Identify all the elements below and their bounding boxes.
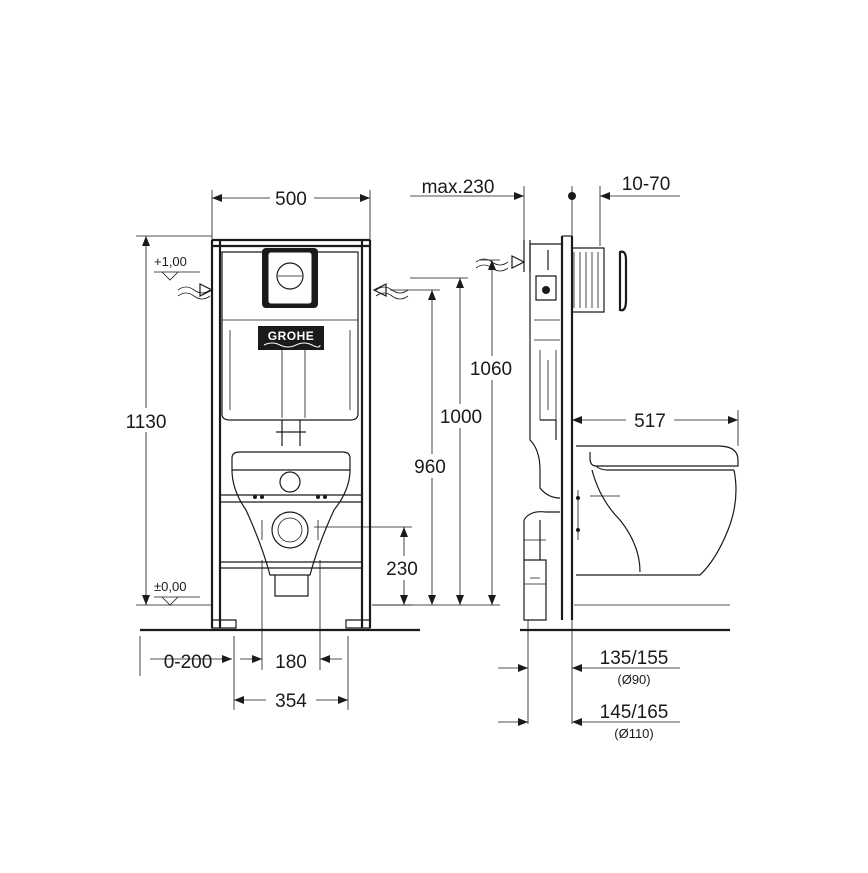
front-view: GROHE bbox=[140, 238, 420, 632]
dim-1060: 1060 bbox=[470, 359, 512, 380]
dim-max-230: max.230 bbox=[422, 177, 495, 198]
brand-text: GROHE bbox=[268, 329, 315, 343]
dim-960: 960 bbox=[414, 457, 446, 478]
dim-230: 230 bbox=[386, 559, 418, 580]
level-plus: +1,00 bbox=[154, 254, 187, 269]
dim-135-155: 135/155 bbox=[600, 648, 669, 669]
dim-500: 500 bbox=[275, 189, 307, 210]
dim-517: 517 bbox=[634, 411, 666, 432]
dim-1130: 1130 bbox=[126, 412, 167, 433]
dim-145-165: 145/165 bbox=[600, 702, 669, 723]
dim-354: 354 bbox=[275, 691, 307, 712]
dim-1000: 1000 bbox=[440, 407, 482, 428]
dim-dia-110: (Ø110) bbox=[614, 726, 654, 741]
dim-180: 180 bbox=[275, 652, 307, 673]
level-zero: ±0,00 bbox=[154, 579, 186, 594]
side-view bbox=[475, 235, 739, 632]
dim-10-70: 10-70 bbox=[622, 174, 671, 195]
side-dimensions: max.230 10-70 517 135/155 (Ø90) 145/165 … bbox=[410, 174, 739, 741]
dim-0-200: 0-200 bbox=[164, 652, 213, 673]
dim-dia-90: (Ø90) bbox=[617, 672, 650, 687]
front-dimensions: 500 1130 +1,00 ±0,00 0-200 180 354 230 bbox=[118, 186, 520, 712]
